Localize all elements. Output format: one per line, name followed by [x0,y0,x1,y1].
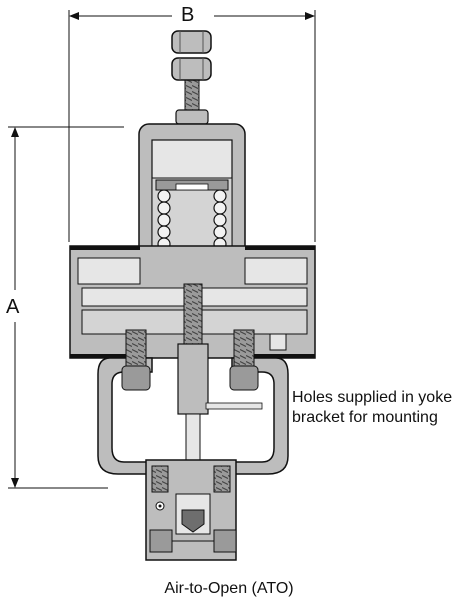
dimension-a [8,126,124,489]
callout-line-2: bracket for mounting [292,409,438,426]
callout-line-1: Holes supplied in yoke [292,389,453,406]
dimension-a-label: A [6,296,20,318]
valve-body [145,459,237,561]
yoke-bracket [97,329,289,475]
figure-caption: Air-to-Open (ATO) [164,580,294,597]
adjusting-screw [171,30,212,136]
dimension-b [68,10,316,242]
mounting-holes-callout: Holes supplied in yoke bracket for mount… [292,388,457,428]
dimension-b-label: B [181,4,195,26]
